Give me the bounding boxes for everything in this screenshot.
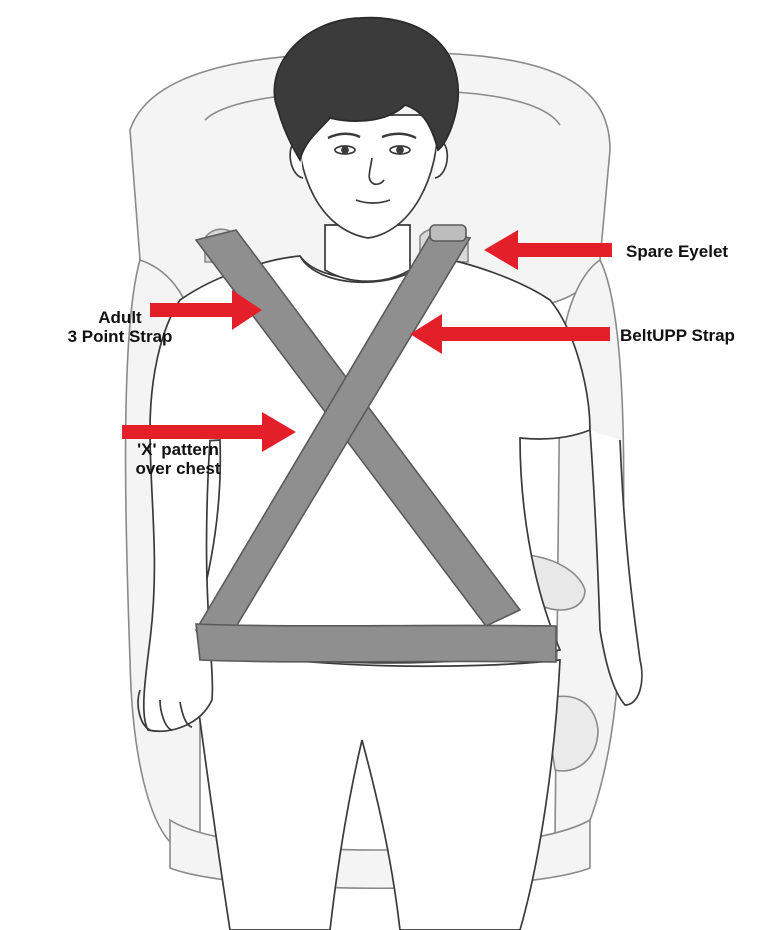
label-line: over chest [118, 459, 238, 478]
label-adult-3-point-strap: Adult 3 Point Strap [60, 308, 180, 346]
spare-eyelet-clip [430, 225, 466, 241]
label-line: Adult [60, 308, 180, 327]
lap-belt [196, 624, 556, 662]
label-spare-eyelet: Spare Eyelet [626, 242, 728, 261]
label-x-pattern: 'X' pattern over chest [118, 440, 238, 478]
label-line: 3 Point Strap [60, 327, 180, 346]
label-line: 'X' pattern [118, 440, 238, 459]
label-beltupp-strap: BeltUPP Strap [620, 326, 735, 345]
